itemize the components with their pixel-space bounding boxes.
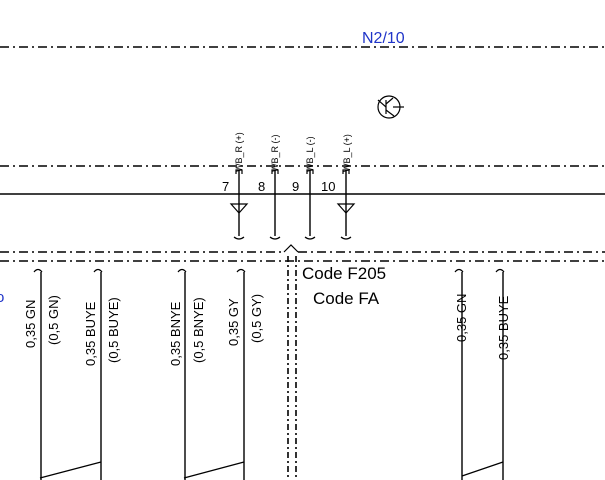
wire-6-label: 0,35 BUYE — [496, 295, 511, 360]
pin-7 — [229, 169, 249, 240]
wire-3-label: 0,35 BNYE — [168, 301, 183, 366]
wire-5-label: 0,35 GN — [454, 294, 469, 342]
code-label-f205: Code F205 — [302, 264, 386, 283]
pin-10 — [336, 169, 356, 240]
wire-2-alt-label: (0,5 BUYE) — [106, 297, 121, 363]
pin-signal-label-1: WB_R (+) — [234, 132, 244, 172]
pin-signal-label-2: WB_R (-) — [270, 135, 280, 173]
boundary-notch — [283, 244, 299, 253]
wire-4-alt-label: (0,5 GY) — [249, 294, 264, 343]
wire-4 — [183, 268, 246, 480]
edge-mark: o — [0, 289, 4, 306]
pin-9 — [304, 169, 316, 240]
module-label: N2/10 — [362, 30, 405, 47]
wire-6 — [461, 268, 505, 480]
pin-number-3: 9 — [292, 179, 299, 194]
wire-3 — [177, 268, 187, 480]
wire-2-label: 0,35 BUYE — [83, 301, 98, 366]
wire-3-alt-label: (0,5 BNYE) — [191, 297, 206, 363]
code-label-fa: Code FA — [313, 289, 380, 308]
wire-2 — [39, 268, 103, 480]
pin-number-4: 10 — [321, 179, 335, 194]
wire-1-label: 0,35 GN — [23, 300, 38, 348]
wire-1-alt-label: (0,5 GN) — [46, 295, 61, 345]
wire-4-label: 0,35 GY — [226, 298, 241, 346]
pin-signal-label-4: WB_L (+) — [342, 134, 352, 172]
wire-5 — [454, 268, 464, 480]
transistor-icon — [377, 95, 404, 119]
pin-8 — [269, 169, 281, 240]
pin-number-1: 7 — [222, 179, 229, 194]
wire-1 — [33, 268, 43, 480]
pin-number-2: 8 — [258, 179, 265, 194]
pin-signal-label-3: WB_L (-) — [305, 136, 315, 172]
